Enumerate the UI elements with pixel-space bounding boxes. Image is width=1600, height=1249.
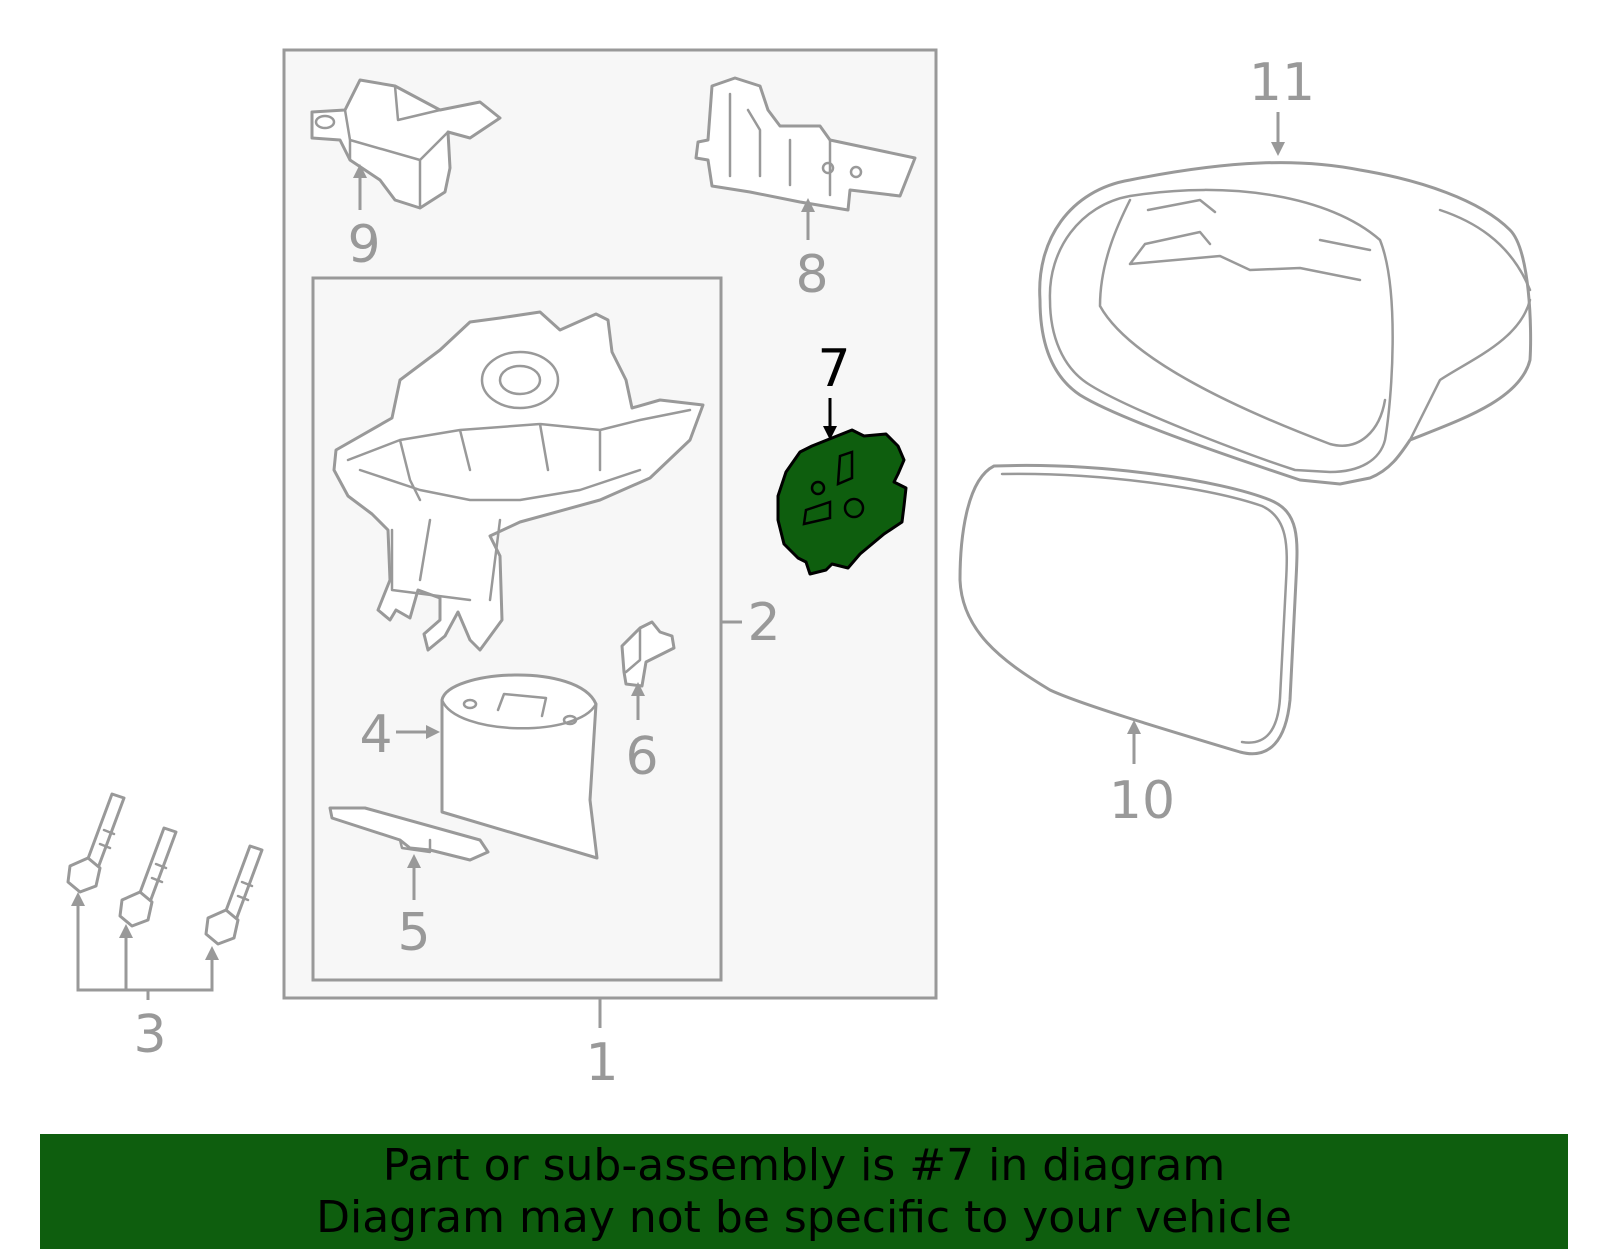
arrow-8	[801, 198, 815, 212]
bolt-1	[66, 792, 126, 894]
arrow-5	[407, 854, 421, 868]
arrow-6	[631, 682, 645, 696]
callout-8: 8	[795, 245, 828, 305]
arrow-7	[823, 426, 837, 440]
part-6-clip	[620, 620, 676, 688]
part-7-highlighted	[776, 428, 908, 576]
part-3-bolts	[66, 792, 264, 946]
leader-lines	[71, 112, 1285, 1028]
part-8-bracket	[694, 76, 917, 212]
part-5-strip	[328, 806, 490, 862]
callout-11: 11	[1249, 53, 1315, 113]
part-10-glass	[958, 463, 1299, 756]
leader-3	[76, 900, 214, 1000]
arrow-4	[426, 725, 440, 739]
callout-2: 2	[747, 593, 780, 653]
part-2-motor-assembly	[332, 310, 705, 652]
banner-line-1: Part or sub-assembly is #7 in diagram	[382, 1140, 1226, 1191]
callout-10: 10	[1109, 771, 1175, 831]
callout-1: 1	[585, 1033, 618, 1093]
callout-9: 9	[347, 215, 380, 275]
arrow-3b	[119, 924, 133, 938]
arrow-10	[1127, 720, 1141, 734]
callout-5: 5	[397, 903, 430, 963]
callout-7: 7	[817, 339, 850, 399]
arrow-11	[1271, 142, 1285, 156]
callout-6: 6	[625, 727, 658, 787]
highlight-banner: Part or sub-assembly is #7 in diagram Di…	[40, 1134, 1568, 1249]
callout-4: 4	[359, 705, 392, 765]
arrow-3c	[205, 946, 219, 960]
arrow-9	[353, 164, 367, 178]
bolt-2	[118, 826, 178, 928]
part-7-shape	[776, 428, 908, 576]
callout-labels: 1 2 3 4 5 6 7 8 9 10 11	[133, 53, 1315, 1093]
callout-3: 3	[133, 1005, 166, 1065]
bolt-3	[204, 844, 264, 946]
part-11-housing	[1038, 161, 1533, 486]
banner-line-2: Diagram may not be specific to your vehi…	[316, 1192, 1292, 1243]
part-4-motor	[440, 673, 599, 860]
arrow-3a	[71, 892, 85, 906]
part-9-actuator	[310, 78, 502, 210]
